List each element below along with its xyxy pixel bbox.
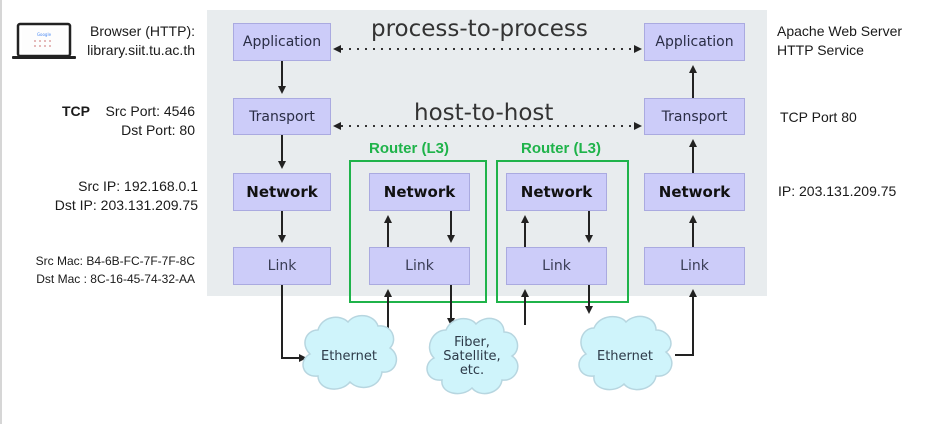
laptop-icon: Google (12, 22, 76, 62)
ethernet-right-label: Ethernet (597, 349, 653, 364)
client-ip-info: Src IP: 192.168.0.1 Dst IP: 203.131.209.… (55, 177, 198, 215)
server-network-info: IP: 203.131.209.75 (778, 183, 897, 199)
client-src-ip: Src IP: 192.168.0.1 (78, 178, 198, 194)
client-app-info: Browser (HTTP): library.siit.tu.ac.th (87, 22, 195, 60)
client-dst-mac: Dst Mac : 8C-16-45-74-32-AA (36, 272, 195, 286)
server-app-info: Apache Web Server HTTP Service (777, 22, 902, 60)
ethernet-left-cloud (302, 314, 398, 390)
host-arrow-left-icon (333, 122, 341, 130)
client-link-to-ethernet-arrow (281, 285, 307, 362)
router-1-frame (349, 160, 487, 303)
client-app-line1: Browser (HTTP): (90, 23, 195, 39)
server-transport-layer: Transport (644, 98, 745, 135)
process-arrow-right-icon (634, 45, 642, 53)
process-arrow-left-icon (333, 45, 341, 53)
client-tcp-label: TCP (62, 103, 90, 119)
client-dst-ip: Dst IP: 203.131.209.75 (54, 197, 198, 213)
client-src-port: Src Port: 4546 (105, 103, 196, 119)
ethernet-to-server-link-arrow (675, 289, 697, 356)
router-2-label: Router (L3) (521, 140, 601, 157)
slide-left-edge (0, 0, 2, 424)
host-to-host-label: host-to-host (414, 100, 554, 126)
router-1-link-layer: Link (369, 247, 470, 285)
router-2-frame (496, 160, 629, 303)
fiber-label-line3: etc. (460, 363, 484, 378)
server-application-layer: Application (644, 23, 745, 61)
fiber-label-line2: Satellite, (443, 349, 500, 364)
client-src-mac: Src Mac: B4-6B-FC-7F-7F-8C (35, 254, 195, 268)
ethernet-right-cloud (578, 315, 673, 391)
server-transport-info: TCP Port 80 (780, 109, 857, 125)
router-2-link-layer: Link (506, 247, 607, 285)
server-link-layer: Link (644, 247, 745, 285)
router-2-network-layer: Network (506, 173, 607, 211)
client-dst-port: Dst Port: 80 (121, 122, 195, 138)
fiber-satellite-cloud (426, 317, 519, 395)
host-arrow-right-icon (634, 122, 642, 130)
process-to-process-label: process-to-process (371, 16, 588, 42)
server-app-line1: Apache Web Server (777, 23, 903, 39)
client-app-line2: library.siit.tu.ac.th (87, 42, 195, 58)
client-mac-info: Src Mac: B4-6B-FC-7F-7F-8C Dst Mac : 8C-… (36, 252, 195, 288)
router-1-label: Router (L3) (369, 140, 449, 157)
client-application-layer: Application (233, 23, 331, 61)
router-1-network-layer: Network (369, 173, 470, 211)
client-port-info: Src Port: 4546 Dst Port: 80 (106, 102, 196, 140)
svg-text:Google: Google (37, 32, 52, 37)
server-app-line2: HTTP Service (777, 42, 864, 58)
server-network-layer: Network (644, 173, 745, 211)
client-link-layer: Link (233, 247, 331, 285)
client-network-layer: Network (233, 173, 331, 211)
ethernet-left-label: Ethernet (321, 349, 377, 364)
fiber-label-line1: Fiber, (454, 335, 490, 350)
client-transport-layer: Transport (233, 98, 331, 135)
